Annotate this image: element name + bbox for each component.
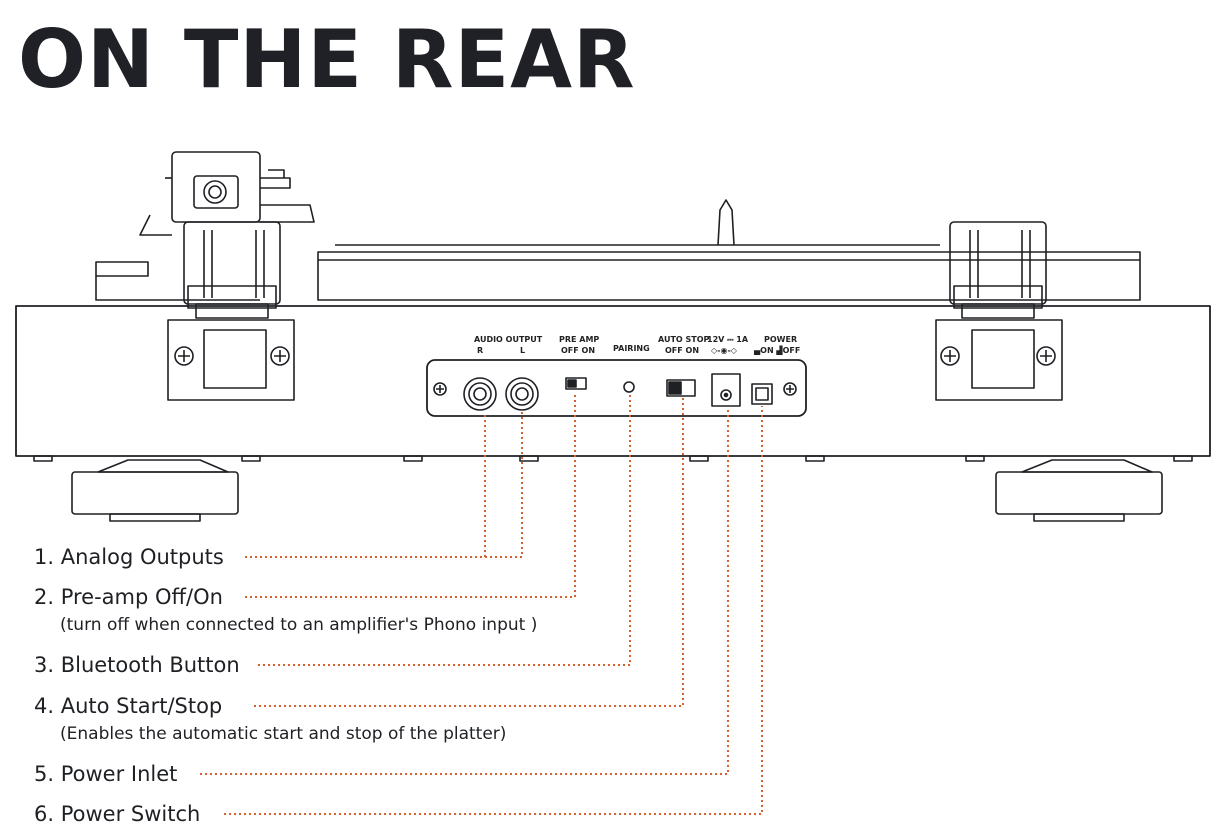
callout-power-inlet: 5. Power Inlet	[34, 762, 178, 786]
leader-line-analog-outputs	[245, 412, 486, 558]
callout-analog-outputs: 1. Analog Outputs	[34, 545, 224, 569]
left-channel-label: L	[520, 346, 525, 355]
callout-auto-start-stop-note: (Enables the automatic start and stop of…	[60, 724, 507, 744]
power-rating-label: 12V ⎓ 1A	[707, 335, 749, 344]
auto-stop-label: AUTO STOP	[658, 335, 710, 344]
pre-amp-label: PRE AMP	[559, 335, 599, 344]
callout-auto-start-stop: 4. Auto Start/Stop	[34, 694, 223, 718]
leader-line-bluetooth	[258, 394, 631, 666]
audio-output-label: AUDIO OUTPUT	[474, 335, 543, 344]
leader-line-power-inlet	[200, 408, 729, 775]
callout-power-switch: 6. Power Switch	[34, 802, 201, 826]
leader-line-auto-stop	[254, 398, 684, 707]
callout-pre-amp: 2. Pre-amp Off/On	[34, 585, 223, 609]
power-label: POWER	[764, 335, 797, 344]
power-states-label: ▄ON ▟OFF	[753, 345, 800, 355]
pairing-label: PAIRING	[613, 344, 650, 353]
page-title: ON THE REAR	[18, 13, 636, 106]
auto-stop-states-label: OFF ON	[665, 346, 699, 355]
leader-line-power-switch	[224, 406, 763, 815]
callout-bluetooth-button: 3. Bluetooth Button	[34, 653, 240, 677]
right-channel-label: R	[477, 346, 483, 355]
pre-amp-states-label: OFF ON	[561, 346, 595, 355]
leader-line-pre-amp	[245, 392, 576, 598]
dc-polarity-icon: ◇-◉-◇	[711, 346, 738, 355]
callout-pre-amp-note: (turn off when connected to an amplifier…	[60, 615, 538, 635]
